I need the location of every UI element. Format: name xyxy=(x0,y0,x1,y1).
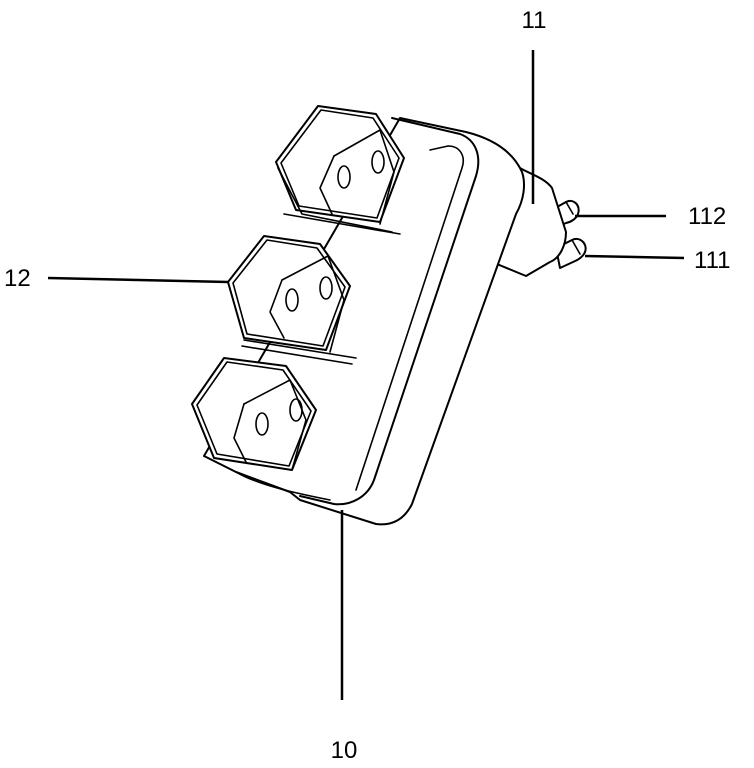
leader-line-12 xyxy=(47,276,229,284)
leader-line-111 xyxy=(584,254,685,260)
label-112: 112 xyxy=(688,203,726,230)
label-12: 12 xyxy=(4,265,31,292)
label-10: 10 xyxy=(331,737,358,764)
socket-middle xyxy=(227,235,357,365)
socket-top xyxy=(275,105,405,235)
label-111: 111 xyxy=(694,247,730,274)
socket-bottom xyxy=(191,357,317,471)
label-11: 11 xyxy=(522,7,547,34)
